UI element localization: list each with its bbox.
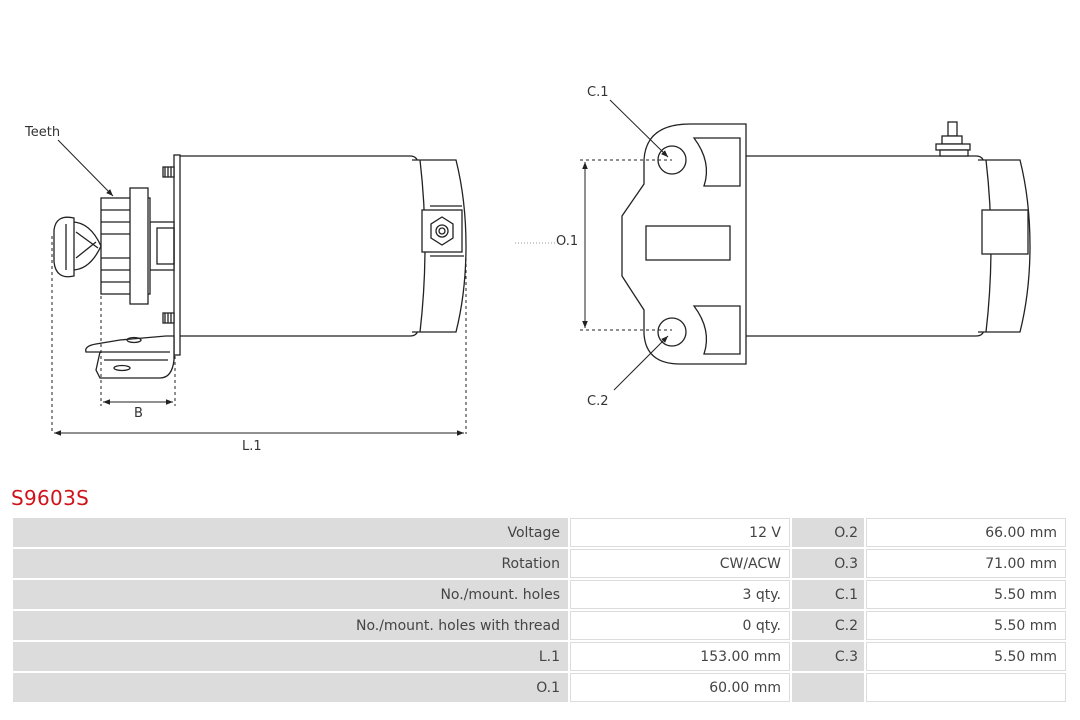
- o1-dimension-label: O.1: [556, 234, 578, 249]
- spec-value: 153.00 mm: [570, 642, 790, 671]
- spec-value: 5.50 mm: [866, 611, 1066, 640]
- spec-value: 5.50 mm: [866, 580, 1066, 609]
- side-view: [53, 154, 467, 379]
- spec-label: Rotation: [13, 549, 568, 578]
- technical-drawing: Teeth B L.1 C.1 O.1 C.2: [24, 85, 1031, 454]
- spec-label: No./mount. holes with thread: [13, 611, 568, 640]
- teeth-label: Teeth: [24, 125, 60, 140]
- spec-value: 60.00 mm: [570, 673, 790, 702]
- spec-value: 5.50 mm: [866, 642, 1066, 671]
- spec-value: 66.00 mm: [866, 518, 1066, 547]
- side-view-dimensions: [51, 139, 467, 436]
- spec-label: [792, 673, 864, 702]
- spec-value: [866, 673, 1066, 702]
- spec-value: CW/ACW: [570, 549, 790, 578]
- spec-label: L.1: [13, 642, 568, 671]
- spec-value: 3 qty.: [570, 580, 790, 609]
- b-dimension-label: B: [134, 406, 143, 421]
- spec-label: C.2: [792, 611, 864, 640]
- spec-label: O.1: [13, 673, 568, 702]
- spec-label: O.3: [792, 549, 864, 578]
- spec-label: No./mount. holes: [13, 580, 568, 609]
- c1-label: C.1: [587, 85, 608, 100]
- spec-label: Voltage: [13, 518, 568, 547]
- spec-value: 71.00 mm: [866, 549, 1066, 578]
- spec-label: C.3: [792, 642, 864, 671]
- front-view: [621, 121, 1031, 365]
- product-code: S9603S: [11, 486, 90, 510]
- spec-label: C.1: [792, 580, 864, 609]
- c2-label: C.2: [587, 394, 608, 409]
- spec-value: 0 qty.: [570, 611, 790, 640]
- front-view-dimensions: [515, 99, 672, 391]
- spec-value: 12 V: [570, 518, 790, 547]
- spec-label: O.2: [792, 518, 864, 547]
- l1-dimension-label: L.1: [242, 439, 262, 454]
